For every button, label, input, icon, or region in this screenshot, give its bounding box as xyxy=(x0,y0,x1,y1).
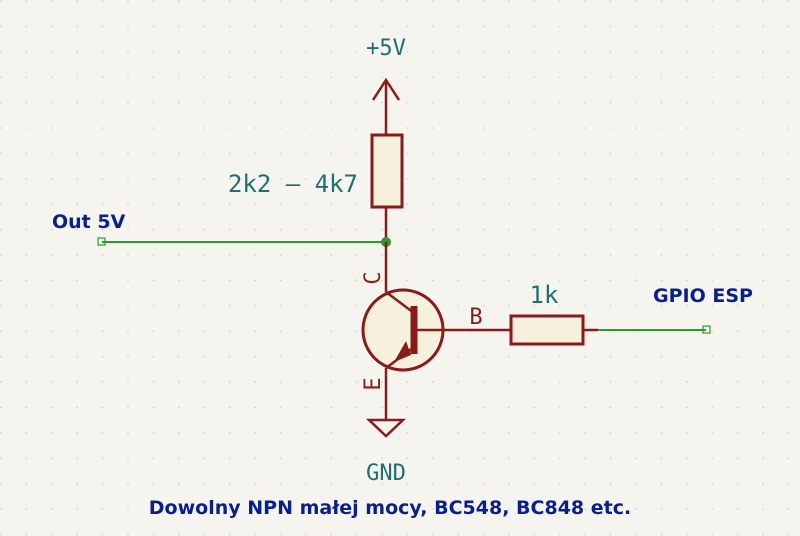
pin-e-label: E xyxy=(361,377,386,390)
output-net-label: Out 5V xyxy=(52,211,126,233)
base-resistor[interactable] xyxy=(509,314,598,346)
npn-transistor[interactable] xyxy=(361,242,510,420)
pin-b-label: B xyxy=(469,305,482,330)
ground-label: GND xyxy=(366,461,406,486)
input-terminal[interactable] xyxy=(702,325,711,334)
power-5v-label: +5V xyxy=(366,36,406,61)
collector-resistor-value: 2k2 – 4k7 xyxy=(228,170,358,198)
pin-c-label: C xyxy=(361,271,386,284)
output-terminal[interactable] xyxy=(97,237,106,246)
power-5v-symbol[interactable] xyxy=(371,77,401,135)
base-resistor-value: 1k xyxy=(530,281,559,309)
input-net-label: GPIO ESP xyxy=(653,285,753,307)
ground-symbol[interactable] xyxy=(365,418,407,438)
note-text: Dowolny NPN małej mocy, BC548, BC848 etc… xyxy=(149,497,631,519)
collector-resistor[interactable] xyxy=(370,133,404,242)
